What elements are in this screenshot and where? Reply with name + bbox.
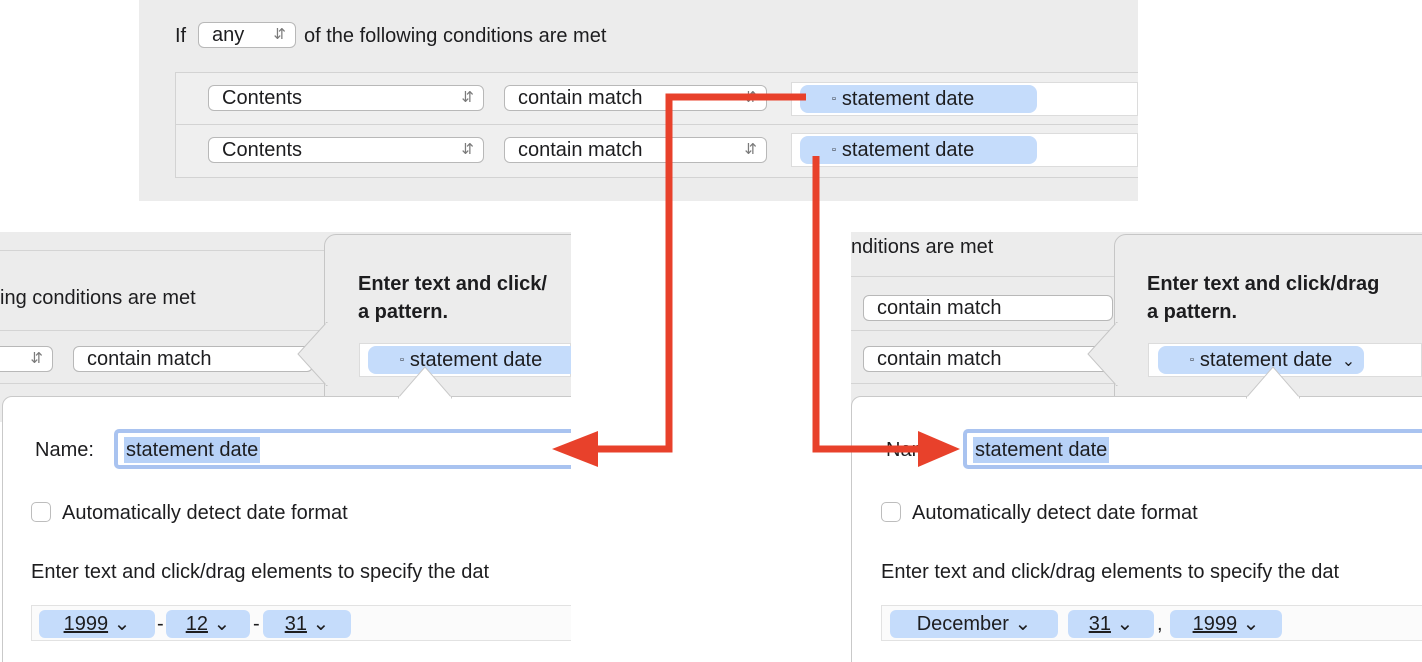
token-square-icon: ▫ — [400, 354, 404, 366]
statement-date-token-row1[interactable]: ▫ statement date — [800, 85, 1037, 113]
year-token-label: 1999 — [1192, 613, 1238, 635]
field-popup-value: Contents — [222, 87, 303, 109]
chevron-down-icon: ⌄ — [113, 613, 131, 635]
sheet-pointer-left — [398, 366, 452, 400]
field-popup-value: Contents — [222, 139, 303, 161]
popover-title: a pattern. — [358, 301, 449, 323]
chevron-down-icon: ⌄ — [1116, 613, 1134, 635]
left-line — [0, 383, 330, 384]
instructions-text: Enter text and click/drag elements to sp… — [31, 561, 490, 583]
right-name-field[interactable]: statement date — [963, 429, 1422, 469]
name-label: Name: — [35, 439, 94, 461]
token-square-icon: ▫ — [832, 144, 836, 156]
right-operator-popup-2[interactable]: contain match — [863, 346, 1113, 372]
auto-detect-label: Automatically detect date format — [62, 502, 348, 524]
right-conditions-label: nditions are met — [851, 236, 994, 258]
chevron-down-icon: ⌄ — [1242, 613, 1260, 635]
any-popup[interactable]: any ⇵ — [198, 22, 296, 48]
year-token[interactable]: 1999 ⌄ — [39, 610, 155, 638]
updown-chevron-icon: ⇵ — [273, 26, 286, 43]
conditions-label: of the following conditions are met — [304, 25, 607, 47]
chevron-down-icon: ⌄ — [213, 613, 231, 635]
auto-detect-checkbox[interactable] — [881, 502, 901, 522]
chevron-down-icon: ⌄ — [1014, 613, 1032, 635]
field-popup-row2[interactable]: Contents ⇵ — [208, 137, 484, 163]
month-token-label: 12 — [185, 613, 208, 635]
date-separator: , — [1157, 613, 1163, 635]
arrow-head-left — [552, 431, 598, 467]
updown-chevron-icon: ⇵ — [461, 141, 474, 158]
right-statement-date-token[interactable]: ▫ statement date ⌄ — [1158, 346, 1364, 374]
right-line — [851, 276, 1121, 277]
token-label: statement date — [841, 139, 975, 161]
operator-popup-value: contain match — [518, 139, 643, 161]
token-label: statement date — [1199, 349, 1333, 371]
field-popup-row1[interactable]: Contents ⇵ — [208, 85, 484, 111]
popover-title: Enter text and click/drag — [1147, 273, 1380, 295]
sheet-pointer-right — [1246, 366, 1300, 400]
date-separator: - — [253, 613, 260, 635]
token-square-icon: ▫ — [832, 93, 836, 105]
day-token[interactable]: 31 ⌄ — [263, 610, 351, 638]
right-operator-popup-1[interactable]: contain match — [863, 295, 1113, 321]
left-pattern-popover — [324, 234, 571, 414]
arrow-line-right — [812, 156, 922, 453]
operator-popup-value: contain match — [877, 297, 1002, 319]
row-divider — [176, 124, 1138, 125]
popover-title: a pattern. — [1147, 301, 1238, 323]
popover-pointer-left — [297, 322, 328, 386]
auto-detect-label: Automatically detect date format — [912, 502, 1198, 524]
right-date-format-field[interactable]: December ⌄ 31 ⌄ , 1999 ⌄ — [881, 605, 1422, 641]
left-line — [0, 330, 330, 331]
operator-popup-value: contain match — [87, 348, 212, 370]
token-square-icon: ▫ — [1190, 354, 1194, 366]
arrow-line-left — [595, 93, 806, 453]
year-token-label: 1999 — [63, 613, 109, 635]
day-token-label: 31 — [284, 613, 307, 635]
updown-chevron-icon: ⇵ — [30, 350, 43, 367]
left-field-popup[interactable]: ⇵ — [0, 346, 53, 372]
operator-popup-value: contain match — [877, 348, 1002, 370]
left-line — [0, 250, 330, 251]
operator-popup-value: contain match — [518, 87, 643, 109]
month-name-token[interactable]: December ⌄ — [890, 610, 1058, 638]
left-operator-popup[interactable]: contain match — [73, 346, 313, 372]
updown-chevron-icon: ⇵ — [461, 89, 474, 106]
operator-popup-row2[interactable]: contain match ⇵ — [504, 137, 767, 163]
chevron-down-icon: ⌄ — [1341, 353, 1356, 370]
token-label: statement date — [841, 88, 975, 110]
name-field-value: statement date — [124, 437, 261, 463]
left-date-format-field[interactable]: 1999 ⌄ - 12 ⌄ - 31 ⌄ — [31, 605, 571, 641]
any-popup-value: any — [212, 24, 245, 46]
auto-detect-checkbox[interactable] — [31, 502, 51, 522]
name-field-value: statement date — [973, 437, 1110, 463]
month-token-label: December — [916, 613, 1009, 635]
left-conditions-label: ing conditions are met — [0, 287, 196, 309]
if-label: If — [175, 25, 187, 47]
day-token-label: 31 — [1088, 613, 1111, 635]
left-editor-panel: ing conditions are met ⇵ contain match E… — [0, 232, 571, 662]
left-statement-date-token[interactable]: ▫ statement date — [368, 346, 571, 374]
day-token[interactable]: 31 ⌄ — [1068, 610, 1154, 638]
year-token[interactable]: 1999 ⌄ — [1170, 610, 1282, 638]
instructions-text: Enter text and click/drag elements to sp… — [881, 561, 1340, 583]
chevron-down-icon: ⌄ — [312, 613, 330, 635]
right-line — [851, 383, 1121, 384]
right-line — [851, 330, 1121, 331]
date-separator: - — [157, 613, 164, 635]
updown-chevron-icon: ⇵ — [744, 141, 757, 158]
left-name-field[interactable]: statement date — [114, 429, 571, 469]
popover-title: Enter text and click/ — [358, 273, 547, 295]
arrow-head-right — [918, 431, 960, 467]
popover-pointer-right — [1087, 322, 1118, 386]
month-token[interactable]: 12 ⌄ — [166, 610, 250, 638]
token-label: statement date — [409, 349, 543, 371]
statement-date-token-row2[interactable]: ▫ statement date — [800, 136, 1037, 164]
